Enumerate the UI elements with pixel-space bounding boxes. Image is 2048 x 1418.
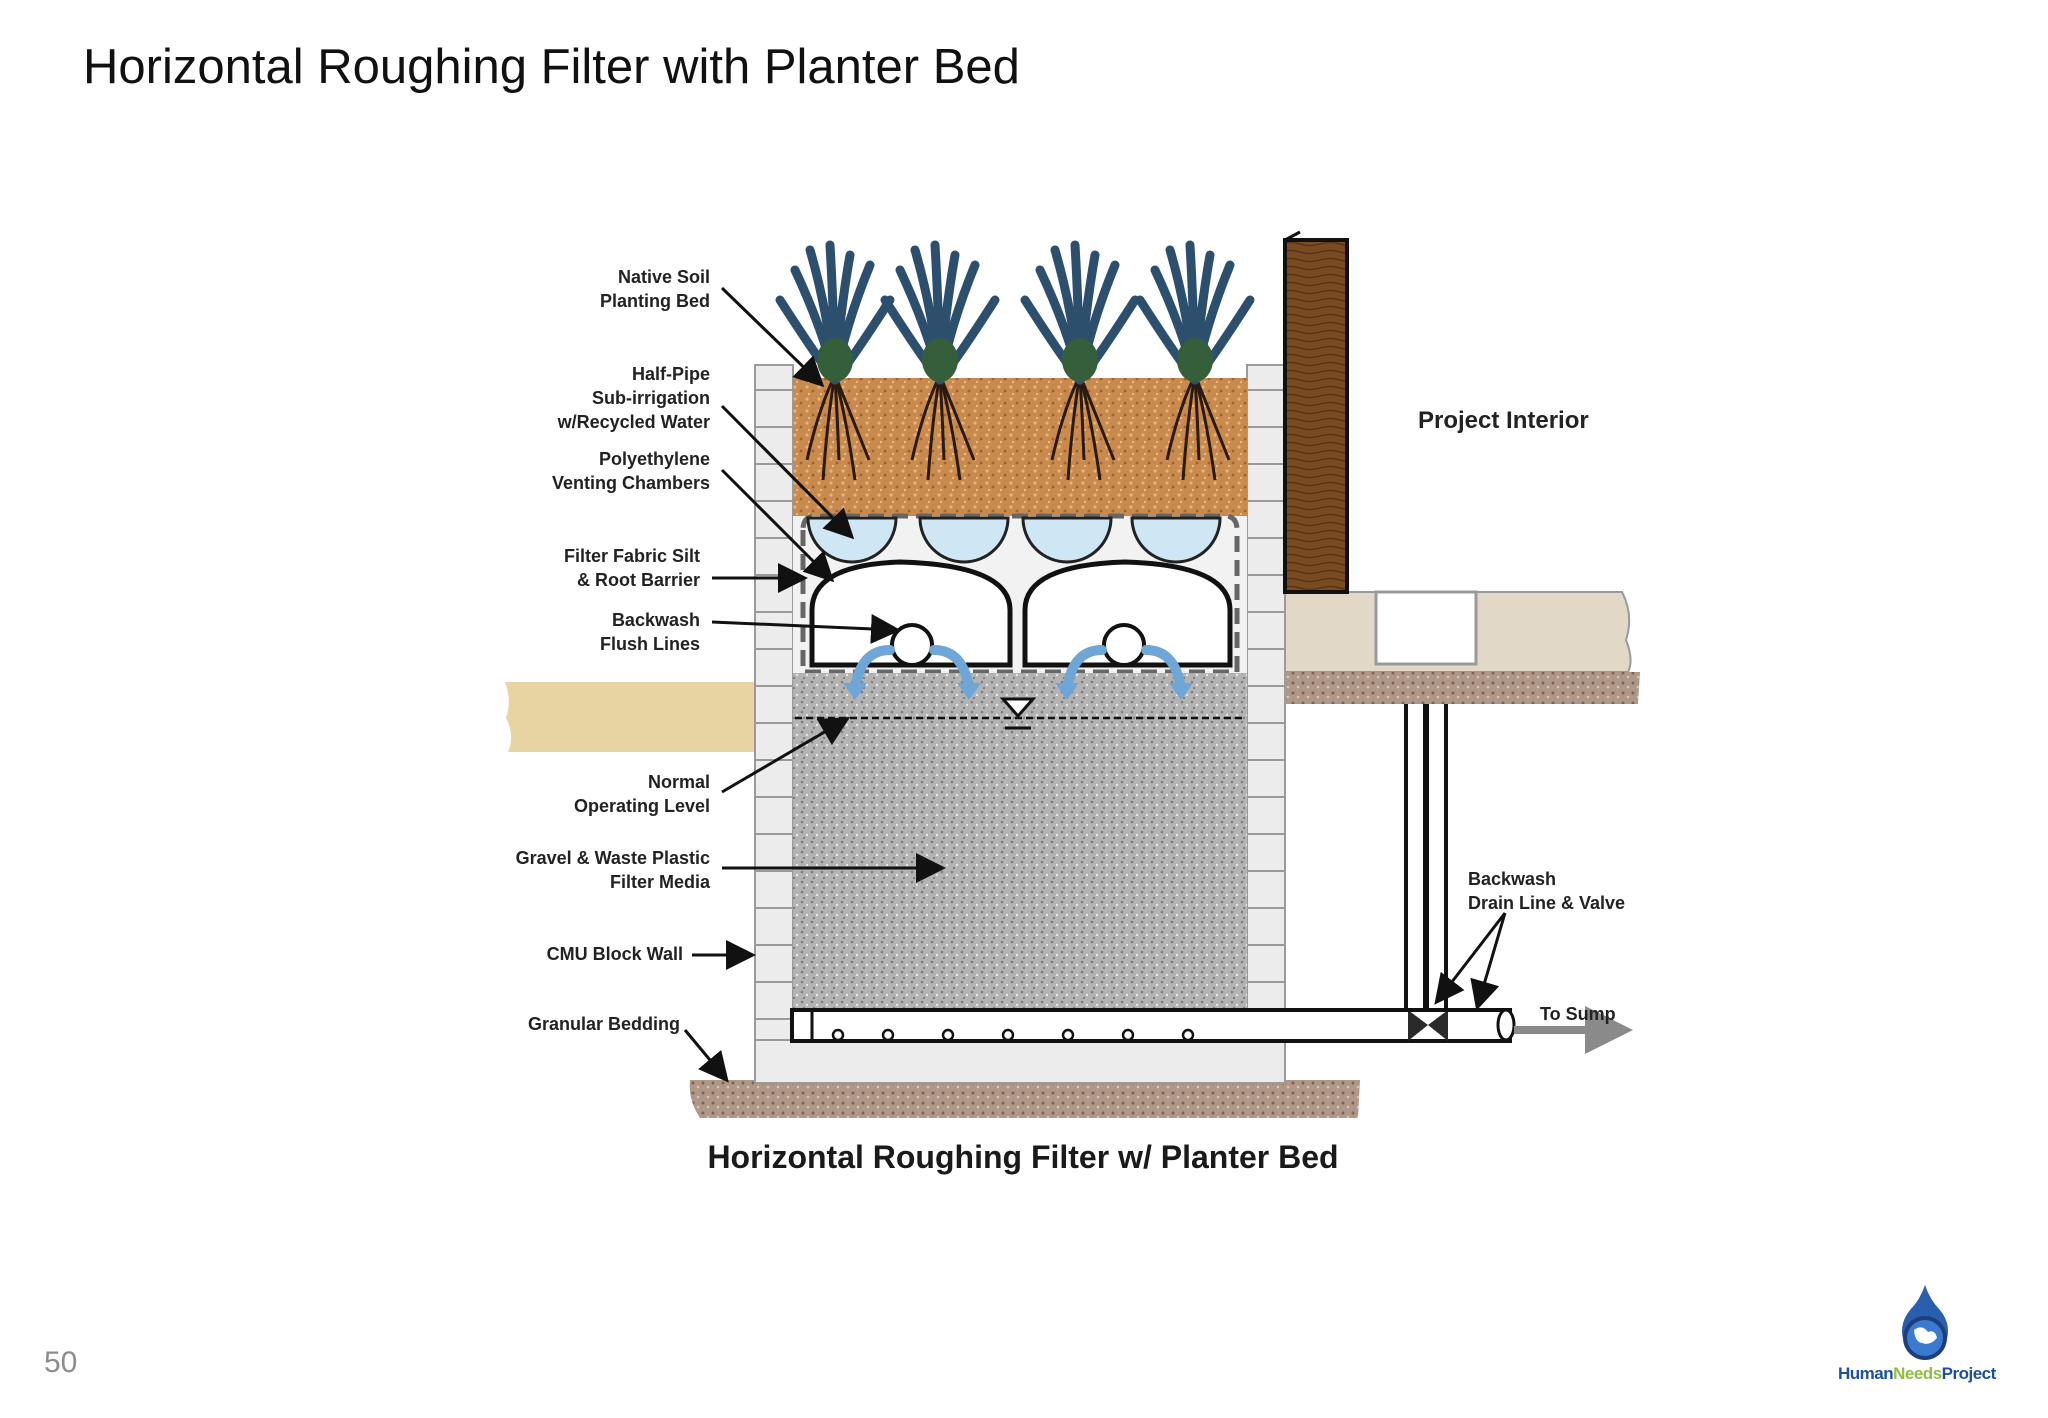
backwash-flush-lines: [890, 623, 1146, 667]
gravel-filter-media: [793, 673, 1247, 1010]
label-granular-bedding: Granular Bedding: [528, 1014, 680, 1034]
flush-flow-arrows: [850, 645, 1186, 695]
label-filter-fabric: Filter Fabric Silt& Root Barrier: [564, 546, 700, 590]
slide-title: Horizontal Roughing Filter with Planter …: [83, 40, 1020, 94]
plant-2: [880, 240, 1000, 481]
label-project-interior: Project Interior: [1418, 407, 1589, 434]
plant-4: [1135, 240, 1255, 481]
filter-fabric-line: [800, 513, 1240, 675]
page-number: 50: [44, 1346, 78, 1379]
cmu-block-wall-left: [754, 364, 794, 1084]
venting-chambers: [809, 559, 1233, 668]
interior-floor-slab: [1284, 590, 1640, 704]
label-to-sump: To Sump: [1540, 1004, 1616, 1024]
cmu-block-floor: [754, 1039, 1286, 1084]
granular-bedding: [689, 1080, 1360, 1118]
building-wall-post: [1283, 230, 1349, 594]
collection-pipe: [790, 1008, 1516, 1043]
plant-3: [1020, 240, 1140, 481]
cmu-block-wall-right: [1246, 364, 1286, 1084]
diagram-caption: Horizontal Roughing Filter w/ Planter Be…: [707, 1139, 1338, 1175]
label-cmu-wall: CMU Block Wall: [547, 944, 683, 964]
soil-planting-bed: [793, 378, 1247, 516]
native-ground-left: [505, 682, 760, 752]
human-needs-project-logo-icon: [1902, 1285, 1948, 1360]
logo-wordmark: HumanNeedsProject: [1838, 1364, 1996, 1383]
water-level-symbol: [999, 697, 1037, 730]
plant-1: [775, 240, 895, 481]
plants: [775, 240, 1255, 481]
